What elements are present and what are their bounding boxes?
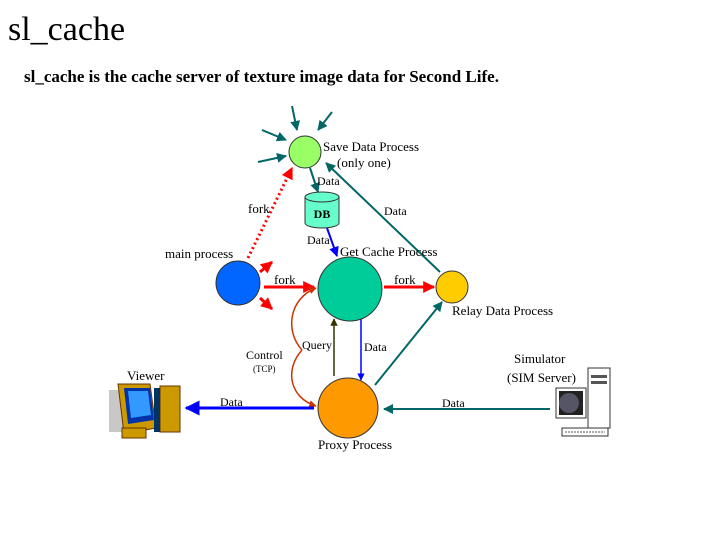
edge-db-to-get-cache — [326, 227, 339, 257]
node-label-proxy: Proxy Process — [318, 437, 392, 452]
node-label-save-data: Save Data Process — [323, 139, 419, 154]
edge-label-proxy-to-viewer: Data — [220, 395, 243, 409]
node-main-process — [215, 260, 261, 306]
edge-label-save-to-db: Data — [317, 174, 340, 188]
page-title: sl_cache — [8, 11, 126, 48]
edge-proxy-to-relay — [374, 301, 443, 386]
edge-label-get-cache-to-proxy: Data — [364, 340, 387, 354]
node-label-save-data-note: (only one) — [337, 155, 391, 170]
node-label-db: DB — [314, 207, 331, 221]
node-label-simulator-note: (SIM Server) — [507, 370, 576, 385]
node-label-relay: Relay Data Process — [452, 303, 553, 318]
edge-label-relay-to-save: Data — [384, 204, 407, 218]
edge-label-query: Query — [302, 338, 332, 352]
server-computer-icon — [555, 367, 611, 437]
node-proxy-process — [317, 377, 379, 439]
edge-label-main-to-get-cache: fork — [274, 272, 296, 287]
node-get-cache-process — [317, 256, 383, 322]
edge-control-to-get-cache — [290, 286, 317, 351]
edge-label-main-to-save: fork — [248, 201, 270, 216]
edge-label-control: Control — [246, 348, 283, 362]
desktop-computer-icon — [109, 383, 181, 439]
edge-control-to-proxy — [290, 349, 317, 408]
node-db: DB — [304, 191, 340, 229]
edge-relay-to-save — [325, 162, 441, 273]
node-relay-data-process — [435, 270, 469, 304]
page-subtitle: sl_cache is the cache server of texture … — [24, 67, 499, 86]
main-fork-up — [259, 260, 273, 274]
edge-save-to-db — [309, 167, 320, 193]
edge-label-db-to-get-cache: Data — [307, 233, 330, 247]
node-label-viewer: Viewer — [127, 368, 165, 383]
main-fork-down — [258, 296, 274, 311]
save-incoming-arrows — [257, 105, 333, 163]
node-label-get-cache: Get Cache Process — [340, 244, 437, 259]
node-save-data-process — [288, 135, 322, 169]
node-label-simulator: Simulator — [514, 351, 566, 366]
edge-main-to-save — [246, 166, 294, 259]
edge-label-sim-to-proxy: Data — [442, 396, 465, 410]
node-label-main: main process — [165, 246, 233, 261]
edge-label-control-protocol: (TCP) — [253, 364, 276, 374]
edge-label-get-cache-to-relay: fork — [394, 272, 416, 287]
